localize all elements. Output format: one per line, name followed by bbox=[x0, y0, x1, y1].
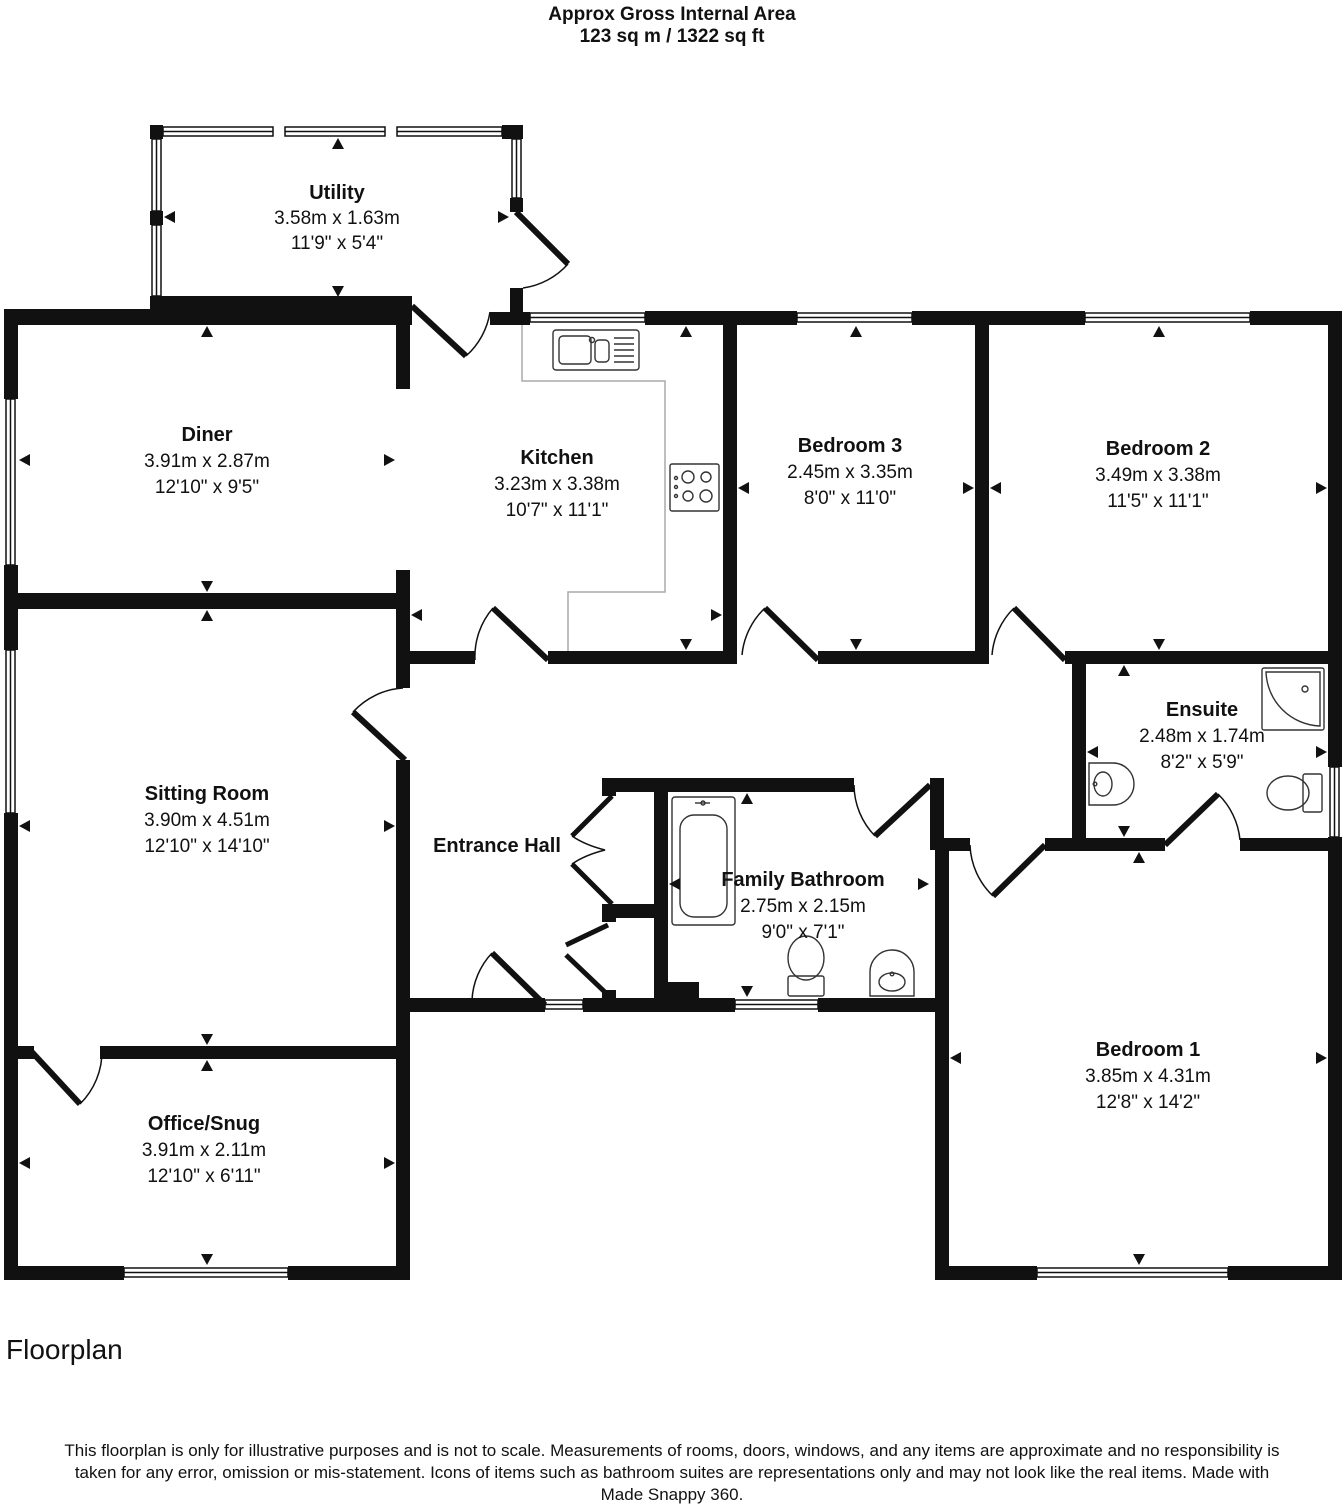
room-name-entrance-hall: Entrance Hall bbox=[433, 835, 561, 857]
room-name-diner: Diner bbox=[181, 424, 232, 446]
room-imperial-utility: 11'9" x 5'4" bbox=[291, 233, 383, 254]
room-metric-diner: 3.91m x 2.87m bbox=[144, 451, 270, 472]
room-metric-ensuite: 2.48m x 1.74m bbox=[1139, 726, 1265, 747]
room-name-family-bathroom: Family Bathroom bbox=[721, 869, 884, 891]
room-metric-bedroom2: 3.49m x 3.38m bbox=[1095, 465, 1221, 486]
room-name-bedroom3: Bedroom 3 bbox=[798, 435, 902, 457]
room-imperial-bedroom1: 12'8" x 14'2" bbox=[1096, 1092, 1200, 1113]
room-metric-sitting-room: 3.90m x 4.51m bbox=[144, 810, 270, 831]
room-name-bedroom1: Bedroom 1 bbox=[1096, 1039, 1200, 1061]
toilet-icon bbox=[787, 935, 825, 997]
room-imperial-sitting-room: 12'10" x 14'10" bbox=[144, 836, 269, 857]
ensuite-toilet-icon bbox=[1266, 773, 1323, 813]
room-label-ensuite: Ensuite 2.48m x 1.74m 8'2" x 5'9" bbox=[1139, 699, 1265, 773]
area-header-value: 123 sq m / 1322 sq ft bbox=[579, 26, 765, 47]
floorplan-title: Floorplan bbox=[6, 1334, 123, 1365]
room-metric-office-snug: 3.91m x 2.11m bbox=[142, 1140, 266, 1161]
room-name-sitting-room: Sitting Room bbox=[145, 783, 269, 805]
room-name-bedroom2: Bedroom 2 bbox=[1106, 438, 1210, 460]
room-label-office-snug: Office/Snug 3.91m x 2.11m 12'10" x 6'11" bbox=[142, 1113, 266, 1187]
room-metric-bedroom1: 3.85m x 4.31m bbox=[1085, 1066, 1211, 1087]
fixtures bbox=[552, 329, 1325, 997]
room-metric-utility: 3.58m x 1.63m bbox=[274, 208, 400, 229]
room-name-utility: Utility bbox=[309, 182, 365, 204]
walls bbox=[4, 125, 1342, 1280]
disclaimer-text: This floorplan is only for illustrative … bbox=[64, 1441, 1280, 1504]
kitchen-sink-icon bbox=[552, 329, 640, 371]
room-label-utility: Utility 3.58m x 1.63m 11'9" x 5'4" bbox=[274, 182, 400, 254]
measurement-arrows bbox=[19, 138, 1327, 1265]
kitchen-counters bbox=[521, 323, 666, 653]
room-label-bedroom2: Bedroom 2 3.49m x 3.38m 11'5" x 11'1" bbox=[1095, 438, 1221, 512]
bath-icon bbox=[671, 796, 736, 926]
room-name-office-snug: Office/Snug bbox=[148, 1113, 260, 1135]
room-label-bedroom3: Bedroom 3 2.45m x 3.35m 8'0" x 11'0" bbox=[787, 435, 913, 509]
doors bbox=[27, 209, 1241, 1107]
room-name-kitchen: Kitchen bbox=[520, 447, 593, 469]
room-imperial-bedroom2: 11'5" x 11'1" bbox=[1107, 491, 1208, 512]
room-metric-family-bathroom: 2.75m x 2.15m bbox=[740, 896, 866, 917]
room-imperial-office-snug: 12'10" x 6'11" bbox=[147, 1166, 260, 1187]
windows bbox=[5, 126, 1340, 1278]
area-header: Approx Gross Internal Area 123 sq m / 13… bbox=[0, 4, 1344, 48]
room-metric-bedroom3: 2.45m x 3.35m bbox=[787, 462, 913, 483]
room-imperial-kitchen: 10'7" x 11'1" bbox=[506, 500, 609, 521]
hob-icon bbox=[669, 463, 720, 512]
room-label-entrance-hall: Entrance Hall bbox=[433, 835, 561, 857]
shower-icon bbox=[1261, 667, 1325, 731]
room-label-kitchen: Kitchen 3.23m x 3.38m 10'7" x 11'1" bbox=[494, 447, 620, 521]
basin-icon bbox=[869, 949, 915, 997]
room-label-sitting-room: Sitting Room 3.90m x 4.51m 12'10" x 14'1… bbox=[144, 783, 270, 857]
room-imperial-ensuite: 8'2" x 5'9" bbox=[1160, 752, 1243, 773]
room-label-family-bathroom: Family Bathroom 2.75m x 2.15m 9'0" x 7'1… bbox=[721, 869, 884, 943]
room-name-ensuite: Ensuite bbox=[1166, 699, 1238, 721]
area-header-title: Approx Gross Internal Area bbox=[548, 4, 796, 25]
room-imperial-bedroom3: 8'0" x 11'0" bbox=[804, 488, 896, 509]
room-label-bedroom1: Bedroom 1 3.85m x 4.31m 12'8" x 14'2" bbox=[1085, 1039, 1211, 1113]
room-imperial-diner: 12'10" x 9'5" bbox=[155, 477, 259, 498]
room-label-diner: Diner 3.91m x 2.87m 12'10" x 9'5" bbox=[144, 424, 270, 498]
ensuite-basin-icon bbox=[1088, 762, 1135, 806]
room-imperial-family-bathroom: 9'0" x 7'1" bbox=[761, 922, 844, 943]
room-metric-kitchen: 3.23m x 3.38m bbox=[494, 474, 620, 495]
